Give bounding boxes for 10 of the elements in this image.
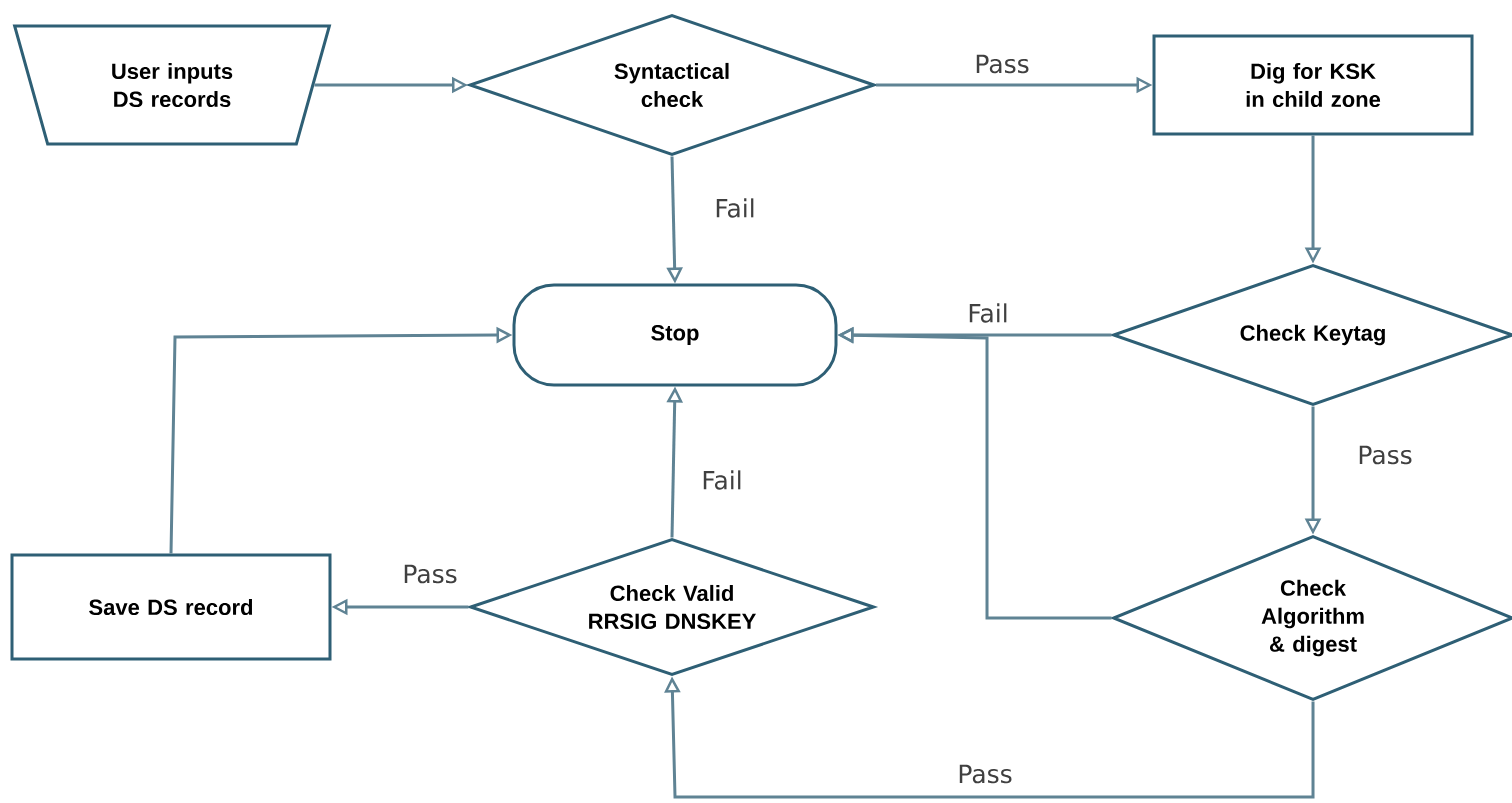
edge-label: Pass — [1355, 443, 1415, 467]
edge-label: Pass — [400, 562, 460, 586]
terminator: Stop — [512, 283, 838, 387]
process-box: Save DS record — [10, 553, 332, 661]
process-box: Dig for KSK in child zone — [1152, 34, 1474, 136]
edge-label: Fail — [712, 196, 758, 220]
edge-label: Pass — [955, 762, 1015, 786]
edge-label: Fail — [965, 301, 1011, 325]
edge-label: Fail — [699, 468, 745, 492]
edge-label: Pass — [972, 52, 1032, 76]
